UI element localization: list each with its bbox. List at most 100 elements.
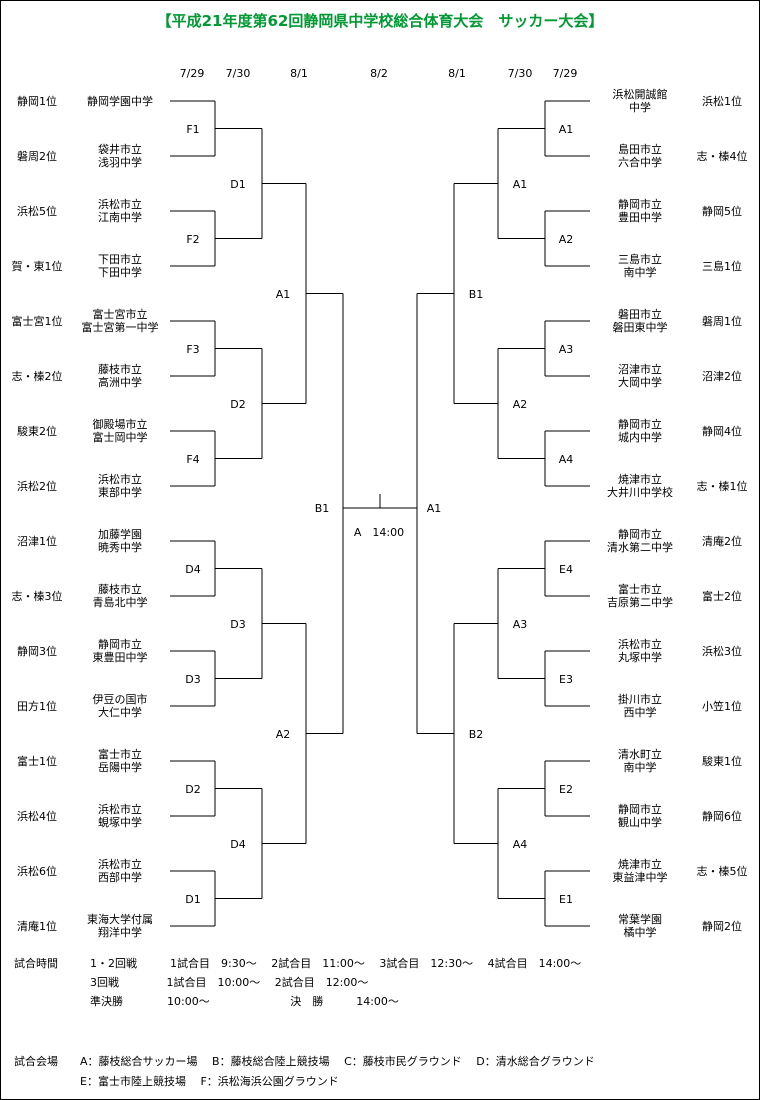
right-seed-label: 沼津2位 <box>702 370 742 383</box>
right-r3-match-label: B1 <box>468 287 484 301</box>
left-r1-match-label: F4 <box>186 452 200 466</box>
right-seed-label: 三島1位 <box>702 260 742 273</box>
right-semifinal-label: A1 <box>426 502 442 515</box>
left-seed-label: 志・榛2位 <box>11 370 63 383</box>
right-school-name: 富士市立 吉原第二中学 <box>607 583 673 609</box>
left-seed-label: 富士宮1位 <box>11 315 63 328</box>
right-seed-label: 静岡4位 <box>702 425 742 438</box>
left-seed-label: 磐周2位 <box>17 150 57 163</box>
right-r2-match-label: A2 <box>512 397 528 411</box>
left-r1-match-label: D2 <box>185 782 201 796</box>
left-r2-match-label: D3 <box>230 617 246 631</box>
right-seed-label: 志・榛5位 <box>696 865 748 878</box>
left-school-name: 浜松市立 西部中学 <box>98 858 142 884</box>
right-school-name: 静岡市立 城内中学 <box>618 418 662 444</box>
date-right-r1: 7/29 <box>552 67 578 80</box>
left-r1-match-label: D4 <box>185 562 201 576</box>
right-school-name: 沼津市立 大岡中学 <box>618 363 662 389</box>
right-r2-match-label: A1 <box>512 177 528 191</box>
left-school-name: 藤枝市立 青島北中学 <box>92 583 148 609</box>
left-school-name: 御殿場市立 富士岡中学 <box>92 418 148 444</box>
left-seed-label: 賀・東1位 <box>11 260 63 273</box>
left-seed-label: 駿東2位 <box>17 425 57 438</box>
date-final: 8/2 <box>370 67 388 80</box>
left-school-name: 伊豆の国市 大仁中学 <box>92 693 148 719</box>
right-r3-match-label: B2 <box>468 727 484 741</box>
date-left-r1: 7/29 <box>179 67 205 80</box>
right-school-name: 静岡市立 観山中学 <box>618 803 662 829</box>
schedule-line-3: 準決勝 10:00～ 決 勝 14:00～ <box>90 995 399 1008</box>
left-seed-label: 沼津1位 <box>17 535 57 548</box>
left-r2-match-label: D2 <box>230 397 246 411</box>
right-r1-match-label: A1 <box>558 122 574 136</box>
date-left-r2: 7/30 <box>225 67 251 80</box>
final-match-label: A 14:00 <box>353 526 405 539</box>
right-seed-label: 磐周1位 <box>702 315 742 328</box>
left-r1-match-label: F3 <box>186 342 200 356</box>
right-school-name: 三島市立 南中学 <box>618 253 662 279</box>
left-school-name: 静岡学園中学 <box>87 94 153 108</box>
page-title: 【平成21年度第62回静岡県中学校総合体育大会 サッカー大会】 <box>156 12 604 30</box>
right-r1-match-label: E1 <box>559 892 573 906</box>
left-school-name: 浜松市立 蜆塚中学 <box>98 803 142 829</box>
schedule-label: 試合時間 <box>14 957 58 970</box>
venue-line-2: E：富士市陸上競技場 F：浜松海浜公園グラウンド <box>80 1075 339 1088</box>
left-seed-label: 富士1位 <box>17 755 57 768</box>
left-r1-match-label: F1 <box>186 122 200 136</box>
left-r3-match-label: A1 <box>275 287 291 301</box>
right-seed-label: 清庵2位 <box>702 535 742 548</box>
right-seed-label: 静岡5位 <box>702 205 742 218</box>
left-school-name: 浜松市立 東部中学 <box>98 473 142 499</box>
left-semifinal-label: B1 <box>314 502 330 515</box>
right-seed-label: 浜松1位 <box>702 95 742 108</box>
date-right-r2: 7/30 <box>507 67 533 80</box>
left-school-name: 富士宮市立 富士宮第一中学 <box>81 308 159 334</box>
left-r1-match-label: F2 <box>186 232 200 246</box>
left-school-name: 袋井市立 浅羽中学 <box>98 143 142 169</box>
right-school-name: 静岡市立 清水第二中学 <box>607 528 673 554</box>
right-r1-match-label: E2 <box>559 782 573 796</box>
right-seed-label: 静岡6位 <box>702 810 742 823</box>
right-school-name: 静岡市立 豊田中学 <box>618 198 662 224</box>
right-school-name: 清水町立 南中学 <box>618 748 662 774</box>
right-r1-match-label: E4 <box>559 562 573 576</box>
left-r2-match-label: D1 <box>230 177 246 191</box>
right-r1-match-label: A4 <box>558 452 574 466</box>
right-r1-match-label: A2 <box>558 232 574 246</box>
right-seed-label: 浜松3位 <box>702 645 742 658</box>
left-seed-label: 静岡3位 <box>17 645 57 658</box>
left-r1-match-label: D3 <box>185 672 201 686</box>
right-r2-match-label: A3 <box>512 617 528 631</box>
left-school-name: 下田市立 下田中学 <box>98 253 142 279</box>
left-seed-label: 清庵1位 <box>17 920 57 933</box>
right-school-name: 常葉学園 橘中学 <box>618 913 662 939</box>
right-school-name: 焼津市立 大井川中学校 <box>607 473 673 499</box>
right-seed-label: 静岡2位 <box>702 920 742 933</box>
right-school-name: 掛川市立 西中学 <box>618 693 662 719</box>
schedule-line-2: 3回戦 1試合目 10:00～ 2試合目 12:00～ <box>90 976 369 989</box>
right-school-name: 焼津市立 東益津中学 <box>612 858 668 884</box>
left-school-name: 加藤学園 暁秀中学 <box>98 528 142 554</box>
left-r2-match-label: D4 <box>230 837 246 851</box>
left-seed-label: 志・榛3位 <box>11 590 63 603</box>
left-r3-match-label: A2 <box>275 727 291 741</box>
left-school-name: 静岡市立 東豊田中学 <box>92 638 148 664</box>
date-left-r3: 8/1 <box>290 67 308 80</box>
right-r2-match-label: A4 <box>512 837 528 851</box>
left-seed-label: 浜松6位 <box>17 865 57 878</box>
right-seed-label: 志・榛1位 <box>696 480 748 493</box>
left-r1-match-label: D1 <box>185 892 201 906</box>
left-school-name: 東海大学付属 翔洋中学 <box>87 913 153 939</box>
schedule-line-1: 1・2回戦 1試合目 9:30～ 2試合目 11:00～ 3試合目 12:30～… <box>90 957 582 970</box>
left-seed-label: 静岡1位 <box>17 95 57 108</box>
left-school-name: 藤枝市立 高洲中学 <box>98 363 142 389</box>
right-r1-match-label: E3 <box>559 672 573 686</box>
right-seed-label: 小笠1位 <box>702 700 742 713</box>
left-seed-label: 浜松5位 <box>17 205 57 218</box>
right-school-name: 島田市立 六合中学 <box>618 143 662 169</box>
right-school-name: 浜松市立 丸塚中学 <box>618 638 662 664</box>
left-seed-label: 浜松4位 <box>17 810 57 823</box>
date-right-r3: 8/1 <box>448 67 466 80</box>
left-seed-label: 田方1位 <box>17 700 57 713</box>
